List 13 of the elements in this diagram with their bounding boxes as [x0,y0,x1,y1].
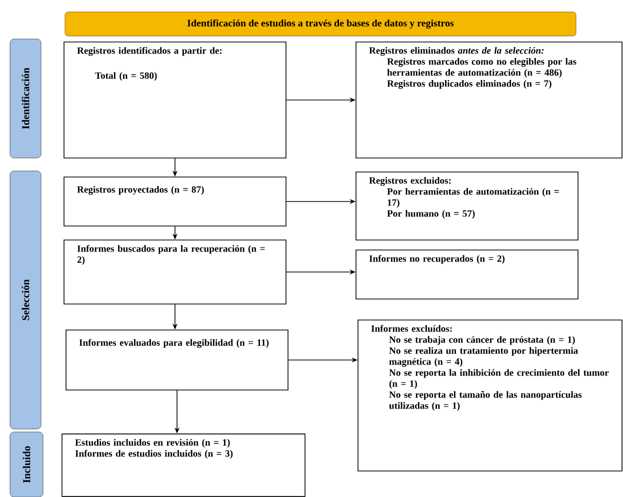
phase-label: Identificación [10,38,42,158]
process-box: Informes buscados para la recuperación (n = 2) [64,240,286,304]
process-box: Estudios incluidos en revisión (n = 1) Informes de estudios incluidos (n = 3) [62,434,306,497]
title-banner: Identificación de estudios a través de bases de datos y registros [64,12,576,36]
process-box: Registros proyectados (n = 87) [64,176,286,226]
process-box: Informes evaluados para elegibilidad (n = 11) [66,330,288,390]
process-box: Registros identificados a partir de: Total (n = 580) [64,42,286,158]
process-box: Registros eliminados antes de la selección: Registros marcados como no elegibles por las herramientas de automatización (n = 486) Registros duplicados eliminados (n = 7) [356,42,622,158]
phase-label: Incluido [10,432,44,497]
phase-label: Selección [10,170,42,430]
process-box: Informes no recuperados (n = 2) [356,250,578,300]
process-box: Informes excluídos: No se trabaja con cáncer de próstata (n = 1) No se realiza un tratamiento por hipertermia magnética (n = 4) No se reporta la inhibición de crecimiento del tumor (n = 1) No se reporta el tamaño de las nanopartículas utilizadas (n = 1) [358,320,622,472]
process-box: Registros excluidos: Por herramientas de automatización (n = 17) Por humano (n = 57) [356,172,578,240]
